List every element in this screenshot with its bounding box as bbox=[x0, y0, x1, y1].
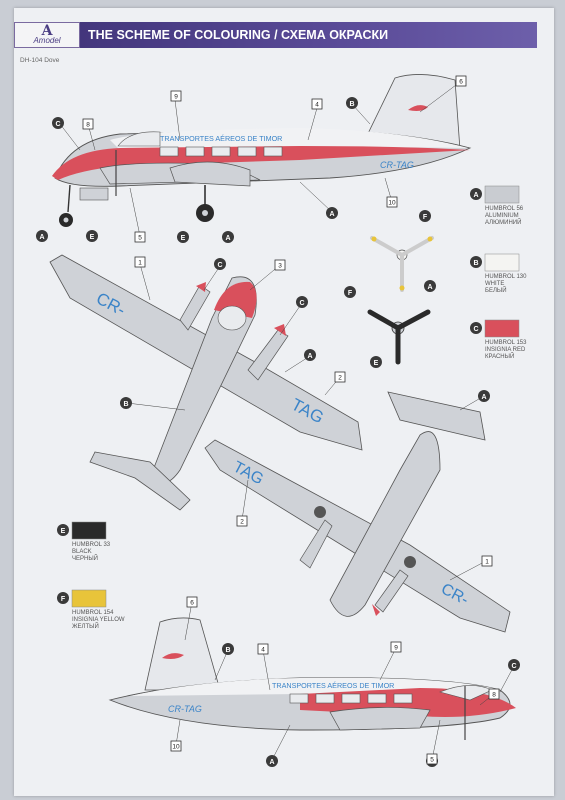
callout-letter: E bbox=[86, 230, 98, 242]
svg-text:1: 1 bbox=[485, 559, 489, 566]
svg-text:5: 5 bbox=[430, 757, 434, 764]
callout-letter: C bbox=[508, 659, 520, 671]
svg-text:E: E bbox=[374, 360, 379, 367]
decal-number-badge: 2 bbox=[334, 371, 346, 383]
propeller-white bbox=[370, 236, 434, 292]
svg-text:E: E bbox=[90, 234, 95, 241]
amodel-logo: A Amodel bbox=[14, 22, 80, 48]
svg-text:A: A bbox=[329, 211, 334, 218]
decal-number-badge: 1 bbox=[481, 555, 493, 567]
propeller-black bbox=[367, 309, 431, 365]
svg-text:F: F bbox=[348, 290, 353, 297]
decal-number-badge: 6 bbox=[455, 75, 467, 87]
colour-legend: A B C E F bbox=[57, 185, 520, 608]
decal-number-badge: 4 bbox=[257, 643, 269, 655]
decal-number-badge: 5 bbox=[426, 753, 438, 765]
svg-text:F: F bbox=[423, 214, 428, 221]
decal-number-badge: 8 bbox=[82, 118, 94, 130]
svg-text:A: A bbox=[39, 234, 44, 241]
svg-text:A: A bbox=[225, 235, 230, 242]
svg-text:B: B bbox=[473, 260, 478, 267]
svg-text:10: 10 bbox=[172, 744, 180, 751]
decal-number-badge: 6 bbox=[186, 596, 198, 608]
callout-letter: C bbox=[52, 117, 64, 129]
callout-letter: A bbox=[478, 390, 490, 402]
svg-text:8: 8 bbox=[86, 122, 90, 129]
callout-letter: A bbox=[304, 349, 316, 361]
callout-letter: F bbox=[419, 210, 431, 222]
svg-text:1: 1 bbox=[138, 260, 142, 267]
svg-text:6: 6 bbox=[190, 600, 194, 607]
svg-text:E: E bbox=[181, 235, 186, 242]
registration-top: CR-TAG bbox=[380, 160, 414, 170]
svg-text:C: C bbox=[299, 300, 304, 307]
svg-text:2: 2 bbox=[338, 375, 342, 382]
svg-text:A: A bbox=[307, 353, 312, 360]
side-view-bottom: TRANSPORTES AÉREOS DE TIMOR CR-TAG bbox=[108, 617, 516, 740]
svg-text:A: A bbox=[427, 284, 432, 291]
callout-letter: B bbox=[222, 643, 234, 655]
decal-number-badge: 10 bbox=[386, 196, 398, 208]
decal-number-badge: 3 bbox=[274, 259, 286, 271]
model-name: DH-104 Dove bbox=[20, 57, 60, 64]
callout-letter: A bbox=[326, 207, 338, 219]
callout-letter: A bbox=[266, 755, 278, 767]
callout-letter: C bbox=[296, 296, 308, 308]
svg-text:C: C bbox=[473, 326, 478, 333]
svg-text:C: C bbox=[511, 663, 516, 670]
svg-text:B: B bbox=[123, 401, 128, 408]
svg-text:B: B bbox=[225, 647, 230, 654]
page-header: A Amodel THE SCHEME OF COLOURING / СХЕМА… bbox=[14, 22, 537, 48]
decal-number-badge: 5 bbox=[134, 231, 146, 243]
decal-number-badge: 10 bbox=[170, 740, 182, 752]
svg-text:5: 5 bbox=[138, 235, 142, 242]
logo-mark: A bbox=[41, 23, 53, 39]
svg-text:C: C bbox=[217, 262, 222, 269]
decal-number-badge: 4 bbox=[311, 98, 323, 110]
svg-text:8: 8 bbox=[492, 692, 496, 699]
callout-letter: E bbox=[177, 231, 189, 243]
svg-text:4: 4 bbox=[261, 647, 265, 654]
svg-text:9: 9 bbox=[174, 94, 178, 101]
svg-text:C: C bbox=[55, 121, 60, 128]
callout-letter: E bbox=[370, 356, 382, 368]
callout-letter: A bbox=[222, 231, 234, 243]
callout-letter: A bbox=[424, 280, 436, 292]
svg-text:E: E bbox=[61, 528, 66, 535]
decal-number-badge: 9 bbox=[170, 90, 182, 102]
svg-text:3: 3 bbox=[278, 263, 282, 270]
decal-number-badge: 8 bbox=[488, 688, 500, 700]
airline-text-bottom: TRANSPORTES AÉREOS DE TIMOR bbox=[272, 681, 394, 690]
svg-text:A: A bbox=[481, 394, 486, 401]
decal-number-badge: 1 bbox=[134, 256, 146, 268]
page-title: THE SCHEME OF COLOURING / СХЕМА ОКРАСКИ bbox=[80, 22, 537, 48]
decal-number-badge: 2 bbox=[236, 515, 248, 527]
airline-text-top: TRANSPORTES AÉREOS DE TIMOR bbox=[160, 134, 282, 143]
svg-text:A: A bbox=[269, 759, 274, 766]
svg-text:2: 2 bbox=[240, 519, 244, 526]
svg-text:B: B bbox=[349, 101, 354, 108]
callout-letter: C bbox=[214, 258, 226, 270]
svg-text:6: 6 bbox=[459, 79, 463, 86]
svg-text:9: 9 bbox=[394, 645, 398, 652]
logo-brand: Amodel bbox=[33, 36, 61, 45]
svg-text:F: F bbox=[61, 596, 66, 603]
callout-letter: B bbox=[346, 97, 358, 109]
callout-letter: F bbox=[344, 286, 356, 298]
side-view-top: TRANSPORTES AÉREOS DE TIMOR CR-TAG bbox=[52, 74, 472, 227]
svg-text:A: A bbox=[473, 192, 478, 199]
svg-text:4: 4 bbox=[315, 102, 319, 109]
callout-letter: B bbox=[120, 397, 132, 409]
decal-number-badge: 9 bbox=[390, 641, 402, 653]
registration-bottom: CR-TAG bbox=[168, 704, 202, 714]
svg-text:10: 10 bbox=[388, 200, 396, 207]
callout-letter: A bbox=[36, 230, 48, 242]
plan-view-top: CR- TAG bbox=[49, 254, 363, 511]
